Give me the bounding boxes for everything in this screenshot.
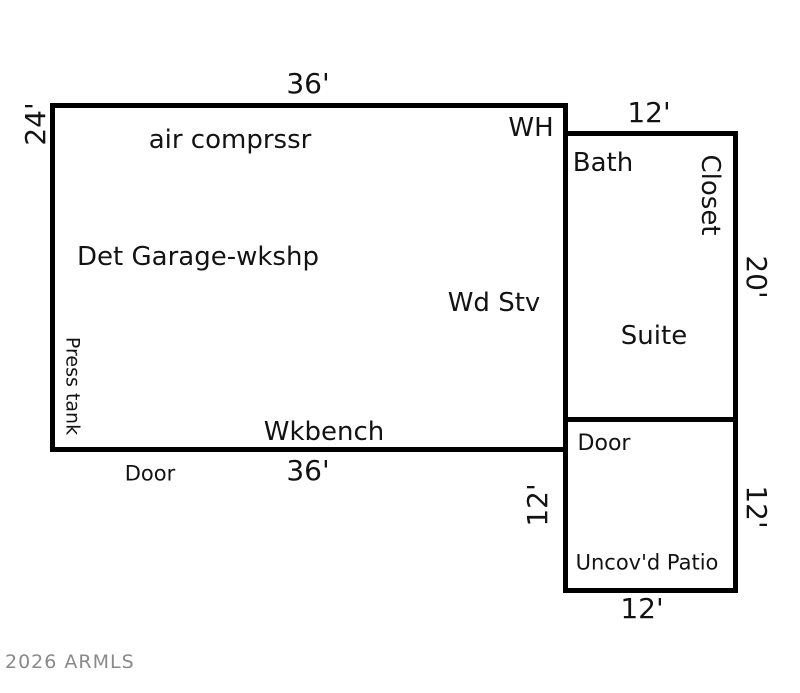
patio-room-outline (563, 417, 738, 593)
dimension-label-patio-right: 12' (740, 485, 773, 529)
water-heater-label: WH (508, 113, 554, 143)
dimension-label-garage-bottom: 36' (286, 454, 330, 487)
armls-watermark: 2026 ARMLS (5, 651, 135, 673)
garage-room-outline (50, 103, 568, 452)
dimension-label-garage-top: 36' (286, 67, 330, 100)
wood-stove-label: Wd Stv (447, 288, 541, 318)
garage-door-label: Door (124, 461, 176, 486)
workbench-label: Wkbench (263, 417, 385, 447)
bath-label: Bath (572, 148, 634, 178)
dimension-label-patio-bottom: 12' (620, 592, 664, 625)
suite-room-label: Suite (620, 321, 688, 351)
press-tank-label: Press tank (61, 336, 84, 436)
dimension-label-suite-right: 20' (740, 255, 773, 299)
dimension-label-patio-left: 12' (521, 483, 554, 527)
air-compressor-label: air comprssr (148, 125, 312, 155)
garage-room-label: Det Garage-wkshp (77, 242, 319, 272)
patio-room-label: Uncov'd Patio (575, 550, 719, 575)
dimension-label-suite-top: 12' (627, 96, 671, 129)
closet-label: Closet (695, 154, 725, 236)
dimension-label-garage-left: 24' (19, 102, 52, 146)
patio-door-label: Door (577, 431, 631, 456)
